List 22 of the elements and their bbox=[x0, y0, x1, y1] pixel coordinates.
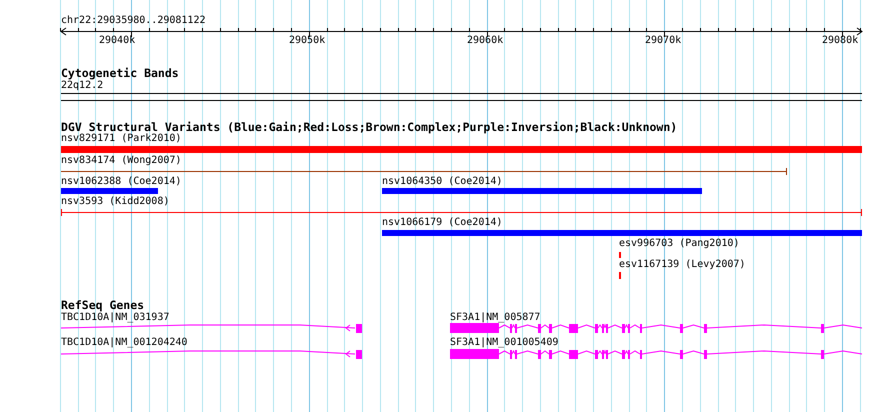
band-label: 22q12.2 bbox=[61, 80, 104, 92]
track-title: RefSeq Genes bbox=[61, 299, 144, 312]
track-title: Cytogenetic Bands bbox=[61, 67, 179, 80]
variant-label: nsv834174 (Wong2007) bbox=[61, 155, 182, 167]
tick-label: 29060k bbox=[467, 35, 504, 47]
gene-label: TBC1D10A|NM_001204240 bbox=[61, 337, 188, 349]
tick-label: 29070k bbox=[645, 35, 682, 47]
variant-label: esv1167139 (Levy2007) bbox=[619, 259, 746, 271]
variant-label: esv996703 (Pang2010) bbox=[619, 238, 740, 250]
locus-text: chr22:29035980..29081122 bbox=[61, 15, 206, 27]
variant-label: nsv829171 (Park2010) bbox=[61, 133, 182, 145]
variant-label: nsv3593 (Kidd2008) bbox=[61, 196, 170, 208]
gene-label: TBC1D10A|NM_031937 bbox=[61, 312, 170, 324]
variant-label: nsv1064350 (Coe2014) bbox=[382, 176, 502, 188]
tick-label: 29080k bbox=[822, 35, 858, 47]
tick-label: 29050k bbox=[289, 35, 326, 47]
variant-label: nsv1066179 (Coe2014) bbox=[382, 217, 502, 229]
gene-label: SF3A1|NM_005877 bbox=[450, 312, 540, 324]
track-title: DGV Structural Variants (Blue:Gain;Red:Loss;Brown:Complex;Purple:Inversion;Black:Unknown) bbox=[61, 121, 678, 134]
gene-label: SF3A1|NM_001005409 bbox=[450, 337, 558, 349]
variant-label: nsv1062388 (Coe2014) bbox=[61, 176, 182, 188]
tick-label: 29040k bbox=[99, 35, 136, 47]
